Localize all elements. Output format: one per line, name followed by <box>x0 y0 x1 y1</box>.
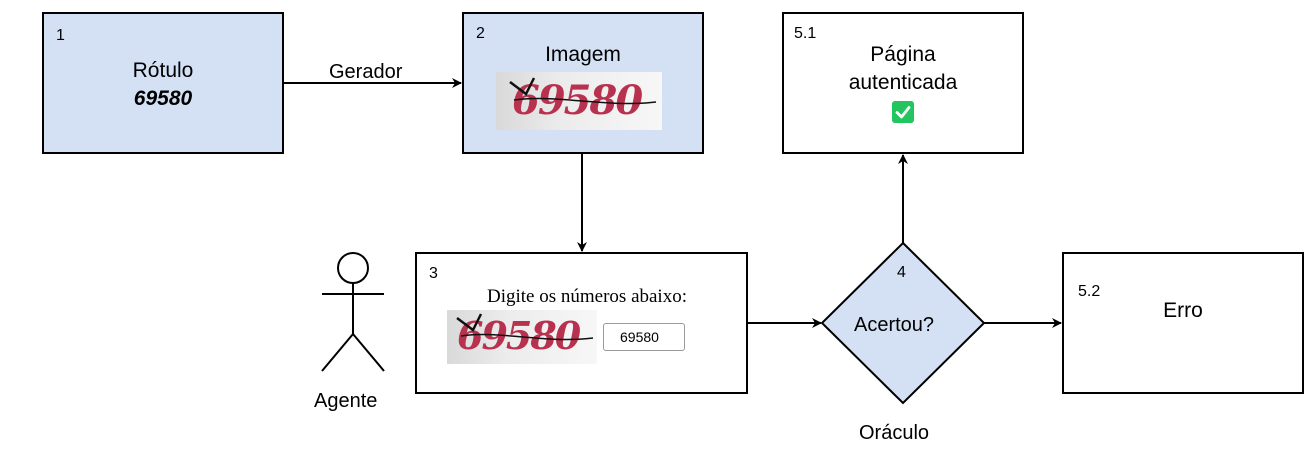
node-value: 69580 <box>133 87 193 110</box>
node-formulario: 3 Digite os números abaixo: 69580 69580 <box>415 252 748 394</box>
node-number: 1 <box>56 27 65 44</box>
captcha-noise <box>456 313 594 341</box>
captcha-noise <box>509 77 657 105</box>
node-pagina-autenticada: 5.1 Página autenticada <box>782 12 1024 154</box>
node-number: 5.2 <box>1078 283 1101 300</box>
decision-diamond <box>820 241 986 405</box>
node-label-line1: Página <box>870 43 936 66</box>
check-icon <box>892 101 914 123</box>
oracle-label: Oráculo <box>859 422 930 444</box>
node-erro: 5.2 Erro <box>1062 252 1304 394</box>
captcha-prompt: Digite os números abaixo: <box>487 286 687 307</box>
captcha-image: 69580 <box>496 72 662 130</box>
node-number: 3 <box>429 265 438 282</box>
edge-label-generator: Gerador <box>329 61 403 83</box>
node-imagem: 2 Imagem 69580 <box>462 12 704 154</box>
agent-label: Agente <box>314 390 378 412</box>
node-number: 2 <box>476 25 485 42</box>
node-label: Imagem <box>545 43 621 66</box>
node-number-4: 4 <box>897 264 906 281</box>
node-label: Rótulo <box>132 59 194 82</box>
node-number: 5.1 <box>794 25 817 42</box>
captcha-image: 69580 <box>447 310 597 364</box>
node-rotulo: 1 Rótulo 69580 <box>42 12 284 154</box>
agent-stick-figure <box>321 252 385 372</box>
decision-label: Acertou? <box>854 314 935 336</box>
node-label: Erro <box>1163 299 1203 322</box>
node-label-line2: autenticada <box>848 71 958 94</box>
captcha-input[interactable]: 69580 <box>603 323 685 351</box>
